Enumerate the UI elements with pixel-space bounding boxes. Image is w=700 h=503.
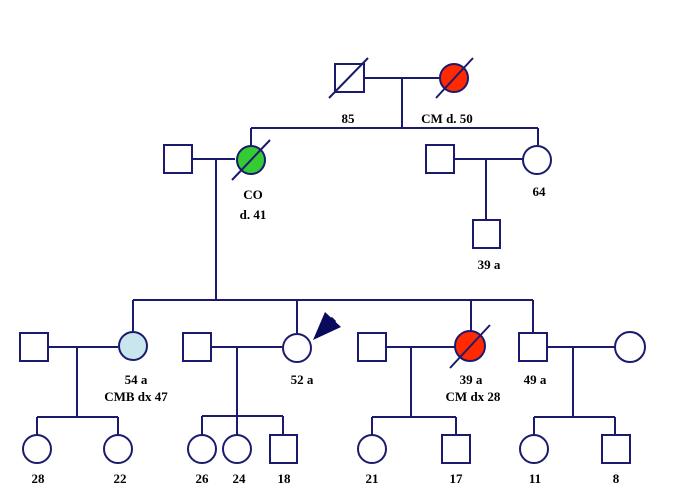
gen4-child-4: 24: [222, 434, 252, 486]
cousin-age: 39 a: [478, 257, 501, 272]
gen3-proband: 52 a: [282, 333, 314, 387]
gen4-child-7: 17: [441, 434, 471, 486]
child-age: 11: [529, 471, 541, 486]
gen2-aunt: 64: [522, 145, 552, 199]
gen4-child-5: 18: [269, 434, 298, 486]
child-age: 22: [114, 471, 127, 486]
deceased-slash: [449, 324, 491, 369]
proband-age: 52 a: [291, 372, 314, 387]
child-age: 26: [196, 471, 210, 486]
gen4-child-1: 28: [22, 434, 52, 486]
gen2-aunt-husband: [425, 144, 455, 174]
gen3-sib2-spouse: [182, 332, 212, 362]
child-age: 18: [278, 471, 292, 486]
gen4-child-9: 8: [601, 434, 631, 486]
gen3-sib1-spouse: [19, 332, 49, 362]
deceased-slash: [328, 57, 369, 99]
gen2-cousin: 39 a: [472, 219, 501, 272]
sib4-age: 49 a: [524, 372, 547, 387]
deceased-slash: [435, 57, 474, 99]
gen4-child-8: 11: [519, 434, 549, 486]
grandfather-age: 85: [342, 111, 356, 126]
gen2-husband: [163, 144, 193, 174]
gen4-child-2: 22: [103, 434, 133, 486]
deceased-slash: [231, 139, 271, 181]
mother-death: d. 41: [240, 207, 267, 222]
gen3-sib1: 54 a CMB dx 47: [104, 331, 168, 404]
gen4-child-6: 21: [357, 434, 387, 486]
sib1-condition: CMB dx 47: [104, 389, 168, 404]
child-age: 28: [32, 471, 46, 486]
sib3-condition: CM dx 28: [446, 389, 501, 404]
gen4-child-3: 26: [187, 434, 217, 486]
gen1-grandmother: CM d. 50: [421, 57, 474, 126]
gen3-sib3: 39 a CM dx 28: [446, 324, 501, 404]
sib1-age: 54 a: [125, 372, 148, 387]
proband-arrow-icon: [313, 312, 341, 340]
grandmother-label: CM d. 50: [421, 111, 473, 126]
pedigree-lines: [36, 77, 616, 435]
child-age: 8: [613, 471, 620, 486]
gen3-sib3-spouse: [357, 332, 387, 362]
gen1-grandfather: 85: [328, 57, 369, 126]
gen3-sib4-spouse: [614, 331, 646, 363]
child-age: 21: [366, 471, 379, 486]
gen3-sib4: 49 a: [518, 332, 548, 387]
aunt-age: 64: [533, 184, 547, 199]
child-age: 24: [233, 471, 247, 486]
child-age: 17: [450, 471, 464, 486]
gen2-mother: CO d. 41: [231, 139, 271, 222]
sib3-age: 39 a: [460, 372, 483, 387]
mother-condition: CO: [243, 187, 263, 202]
